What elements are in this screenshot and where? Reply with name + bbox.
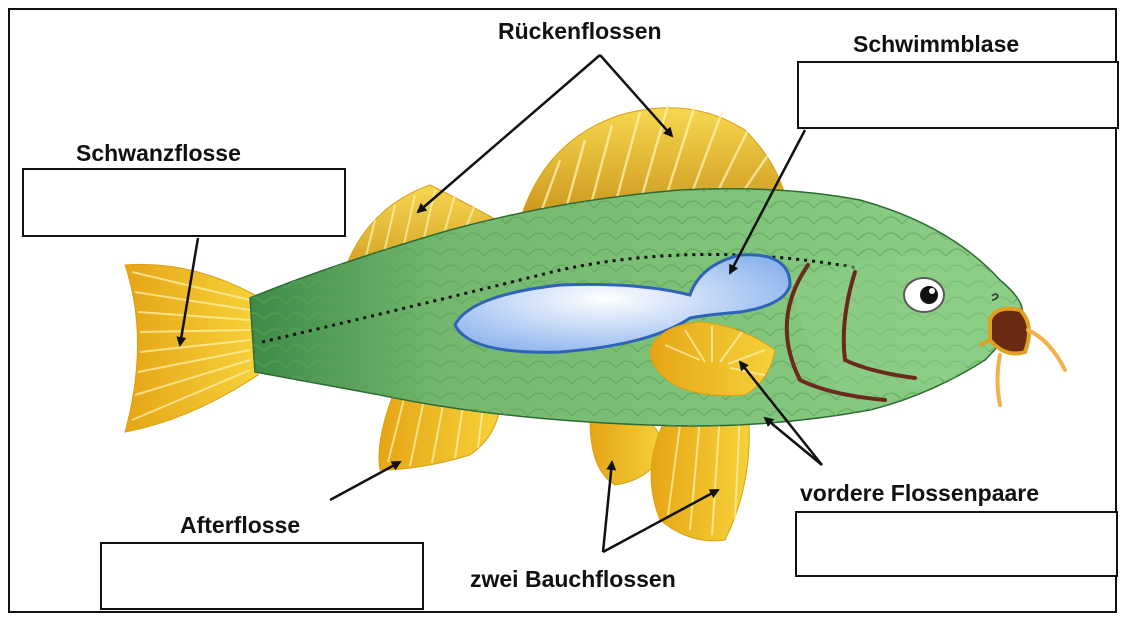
tail-fin xyxy=(125,264,258,432)
label-pelvic-fins: zwei Bauchflossen xyxy=(470,566,676,593)
answer-box-swim-bladder[interactable] xyxy=(797,61,1119,129)
label-anal-fin: Afterflosse xyxy=(180,512,300,539)
mouth xyxy=(980,309,1065,405)
arrow-anal xyxy=(330,462,400,500)
arrow-pelvic-front xyxy=(765,418,822,465)
answer-box-tail-fin[interactable] xyxy=(22,168,346,237)
label-dorsal-fins: Rückenflossen xyxy=(498,18,662,45)
answer-box-front-fin-pairs[interactable] xyxy=(795,511,1118,577)
label-swim-bladder: Schwimmblase xyxy=(853,31,1019,58)
label-front-fin-pairs: vordere Flossenpaare xyxy=(800,480,1039,507)
answer-box-anal-fin[interactable] xyxy=(100,542,424,610)
label-tail-fin: Schwanzflosse xyxy=(76,140,241,167)
eye xyxy=(904,278,944,312)
